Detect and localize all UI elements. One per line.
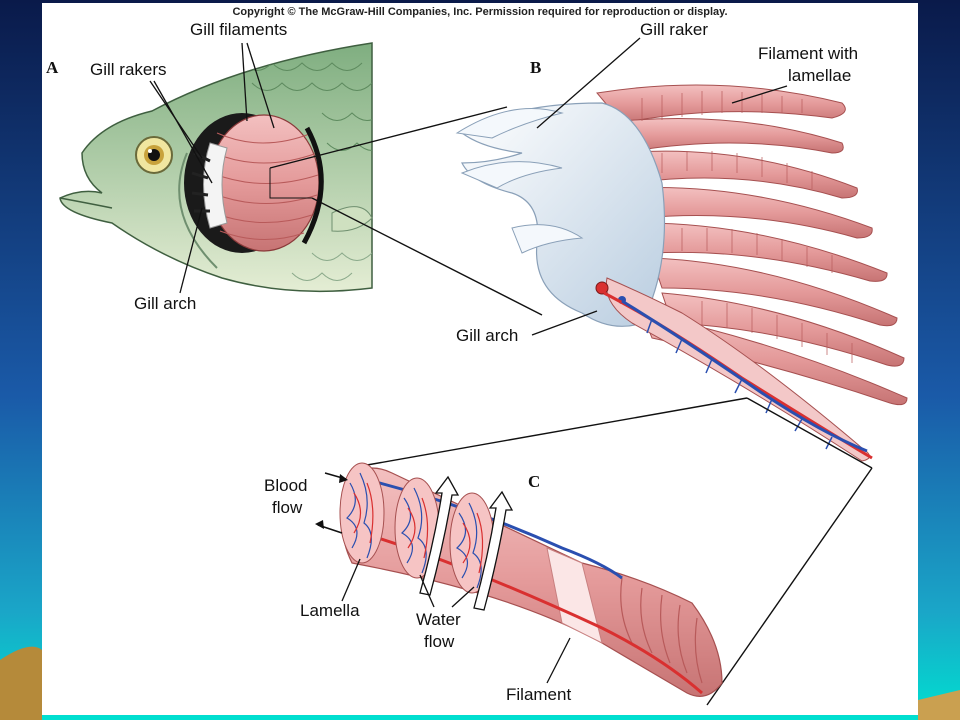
leader-gill-filaments-2 [246, 42, 275, 129]
blood-flow-in-arrowhead [339, 474, 348, 483]
panel-label-a: A [46, 58, 59, 77]
afferent-vessel-red [595, 281, 609, 295]
copyright-notice: Copyright © The McGraw-Hill Companies, I… [232, 6, 727, 18]
water-flow-arrow-2 [473, 490, 514, 611]
fish-scales [241, 62, 372, 281]
label-filament-with-lamellae-line1: Filament with [758, 44, 858, 63]
lamella-1 [339, 462, 385, 564]
leader-gill-filaments-1 [241, 42, 248, 122]
gill-filaments-b [596, 84, 908, 406]
label-water-flow-line2: flow [424, 632, 455, 651]
blood-flow-out-arrowhead [315, 520, 324, 529]
figure-panel: Copyright © The McGraw-Hill Companies, I… [42, 3, 918, 715]
label-gill-filaments: Gill filaments [190, 20, 287, 39]
label-filament: Filament [506, 685, 571, 704]
leader-gill-arch-b [531, 310, 598, 336]
label-gill-raker: Gill raker [640, 20, 708, 39]
lamella-3 [449, 492, 495, 594]
water-flow-arrow-1 [419, 475, 460, 596]
label-water-flow-line1: Water [416, 610, 461, 629]
label-gill-arch-a: Gill arch [134, 294, 196, 313]
zoom-line-a-b-top [269, 106, 508, 169]
leader-gill-rakers-2 [153, 80, 213, 184]
leader-water-flow-1 [419, 574, 435, 608]
label-gill-arch-b: Gill arch [456, 326, 518, 345]
label-lamella: Lamella [300, 601, 360, 620]
gill-raker-spike-2 [460, 161, 563, 189]
zoom-line-b-c-top [366, 397, 748, 466]
filament-pale-band [546, 547, 603, 644]
lamella-2 [394, 477, 440, 579]
gill-filaments-a [208, 114, 320, 252]
zoom-line-a-b-bottom [311, 197, 543, 316]
label-blood-flow-line2: flow [272, 498, 303, 517]
label-filament-with-lamellae-line2: lamellae [788, 66, 851, 85]
vein-blue-b [621, 299, 868, 453]
panel-label-c: C [528, 472, 540, 491]
leader-lamella [341, 558, 361, 602]
lamellae-c [339, 462, 495, 594]
leader-filament-with-lamellae [731, 85, 788, 104]
leader-gill-raker [536, 37, 641, 129]
label-blood-flow-line1: Blood [264, 476, 307, 495]
zoom-line-b-c-right [706, 467, 873, 706]
leader-filament [546, 637, 571, 684]
zoom-outline-b [746, 397, 873, 469]
gill-arch-b [455, 102, 873, 462]
sand-dune-right [918, 690, 960, 720]
leader-water-flow-2 [451, 586, 475, 608]
leader-gill-arch-a [179, 207, 203, 294]
gill-raker-spike-3 [511, 224, 584, 254]
gill-raker-spike-1 [455, 108, 564, 139]
sand-dune [0, 646, 42, 720]
fish-head-illustration [59, 42, 373, 293]
water-flow-arrows [419, 475, 514, 611]
label-gill-rakers: Gill rakers [90, 60, 167, 79]
panel-label-b: B [530, 58, 541, 77]
